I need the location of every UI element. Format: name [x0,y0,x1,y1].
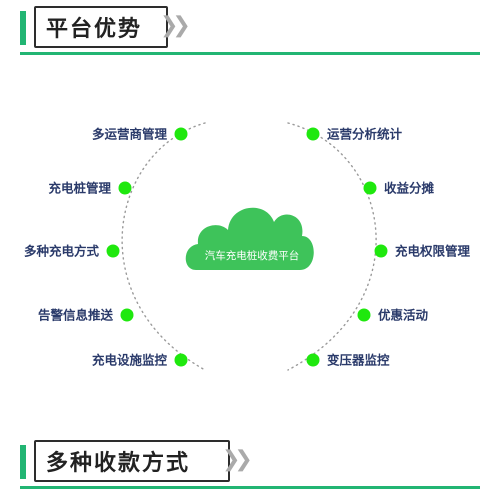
feature-dot [306,127,320,141]
feature-label: 告警信息推送 [38,308,114,323]
section-title-payment: 多种收款方式 [34,440,230,482]
feature-dot [106,244,120,258]
accent-bar [20,11,26,45]
feature-dot [118,181,132,195]
feature-dot [306,353,320,367]
feature-label: 优惠活动 [378,308,429,323]
feature-item: 多运营商管理 [92,127,188,142]
cloud-icon: 汽车充电桩收费平台 [185,207,314,270]
divider-line [20,486,480,489]
chevron-right-icon: ❯❯ [222,447,253,472]
feature-item: 充电桩管理 [48,181,132,196]
feature-item: 收益分摊 [363,181,435,196]
feature-item: 充电权限管理 [374,244,471,259]
feature-dot [374,244,388,258]
feature-item: 充电设施监控 [92,353,188,368]
feature-label: 变压器监控 [327,353,390,368]
divider-line [20,52,480,55]
feature-item: 多种充电方式 [24,244,120,259]
feature-label: 充电设施监控 [92,353,168,368]
feature-dot [120,308,134,322]
feature-item: 告警信息推送 [38,308,134,323]
feature-label: 充电权限管理 [395,244,471,259]
feature-dot [174,353,188,367]
feature-dot [363,181,377,195]
feature-label: 多种充电方式 [24,244,100,259]
feature-item: 运营分析统计 [306,127,403,142]
section-title-advantages: 平台优势 [34,6,168,48]
feature-item: 变压器监控 [306,353,390,368]
accent-bar [20,445,26,479]
feature-dot [357,308,371,322]
section-header-payment: 多种收款方式 ❯❯ [20,440,480,490]
feature-item: 优惠活动 [357,308,429,323]
section-header-advantages: 平台优势 ❯❯ [20,6,480,56]
chevron-right-icon: ❯❯ [160,13,191,38]
feature-label: 多运营商管理 [92,127,168,142]
center-label: 汽车充电桩收费平台 [205,249,300,262]
right-dotted-arc [287,122,377,371]
feature-label: 充电桩管理 [48,181,111,196]
feature-label: 运营分析统计 [327,127,403,142]
feature-dot [174,127,188,141]
feature-label: 收益分摊 [384,181,435,196]
